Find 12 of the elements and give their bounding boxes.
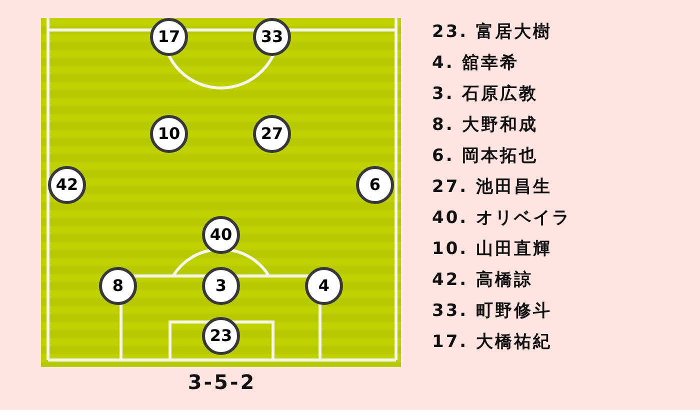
player-list-item: 3. 石原広教: [432, 83, 538, 105]
player-list-item: 23. 富居大樹: [432, 21, 552, 43]
player-list-item: 17. 大橋祐紀: [432, 331, 552, 353]
player-list-item: 6. 岡本拓也: [432, 145, 538, 167]
formation-caption: 3-5-2: [188, 370, 256, 394]
player-list-item: 4. 舘幸希: [432, 52, 520, 74]
player-list-item: 40. オリベイラ: [432, 207, 572, 229]
player-list-item: 33. 町野修斗: [432, 300, 552, 322]
player-list-item: 42. 高橋諒: [432, 269, 534, 291]
player-list-item: 8. 大野和成: [432, 114, 538, 136]
player-list-item: 10. 山田直輝: [432, 238, 552, 260]
player-list-item: 27. 池田昌生: [432, 176, 552, 198]
